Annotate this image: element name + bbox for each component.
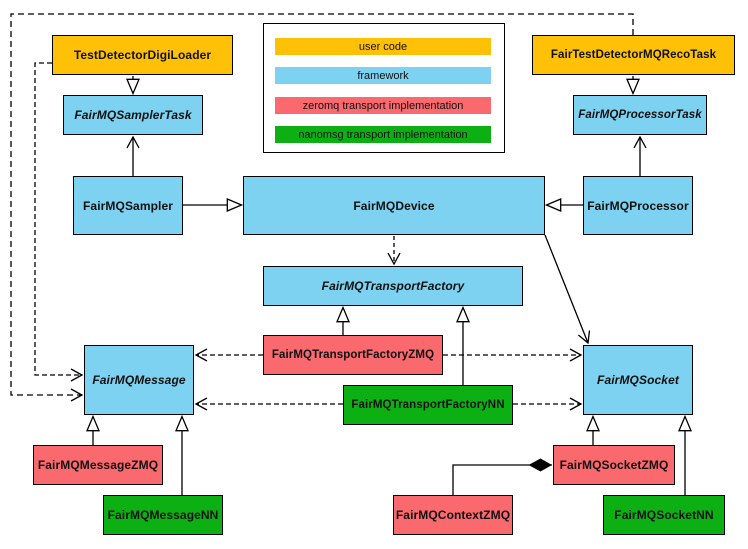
- legend-item-zeromq: zeromq transport implementation: [275, 97, 491, 114]
- node-fairmqprocessor: FairMQProcessor: [583, 176, 693, 235]
- node-fairmqsocketzmq: FairMQSocketZMQ: [553, 445, 675, 485]
- node-fairmqtransportfactoryzmq: FairMQTransportFactoryZMQ: [263, 335, 443, 375]
- node-fairmqsocket: FairMQSocket: [583, 345, 693, 415]
- edge-recotask-message: [10, 13, 634, 402]
- node-fairmqsamplertask: FairMQSamplerTask: [63, 95, 203, 135]
- node-testdetectordigiloader: TestDetectorDigiLoader: [52, 35, 233, 75]
- node-fairmqtransportfactorynn: FairMQTransportFactoryNN: [343, 385, 513, 425]
- node-fairmqmessagezmq: FairMQMessageZMQ: [33, 445, 163, 485]
- node-fairmqdevice: FairMQDevice: [243, 176, 545, 235]
- node-fairmqsocketnn: FairMQSocketNN: [603, 495, 725, 535]
- node-fairmqcontextzmq: FairMQContextZMQ: [393, 495, 513, 535]
- node-fairmqmessagenn: FairMQMessageNN: [103, 495, 223, 535]
- edge-digiloader-message: [34, 62, 84, 382]
- legend-item-user-code: user code: [275, 38, 491, 55]
- legend-item-nanomsg: nanomsg transport implementation: [275, 126, 491, 143]
- node-fairmqsampler: FairMQSampler: [73, 176, 183, 235]
- node-fairmqmessage: FairMQMessage: [84, 345, 194, 415]
- legend: user code framework zeromq transport imp…: [263, 23, 505, 153]
- node-fairmqprocessortask: FairMQProcessorTask: [573, 95, 707, 135]
- edge-contextzmq-socketzmq: [452, 458, 552, 495]
- edge-device-socket: [544, 234, 591, 345]
- node-fairtestdetectormqrecotask: FairTestDetectorMQRecoTask: [532, 35, 735, 75]
- legend-item-framework: framework: [275, 67, 491, 84]
- node-fairmqtransportfactory: FairMQTransportFactory: [263, 266, 523, 306]
